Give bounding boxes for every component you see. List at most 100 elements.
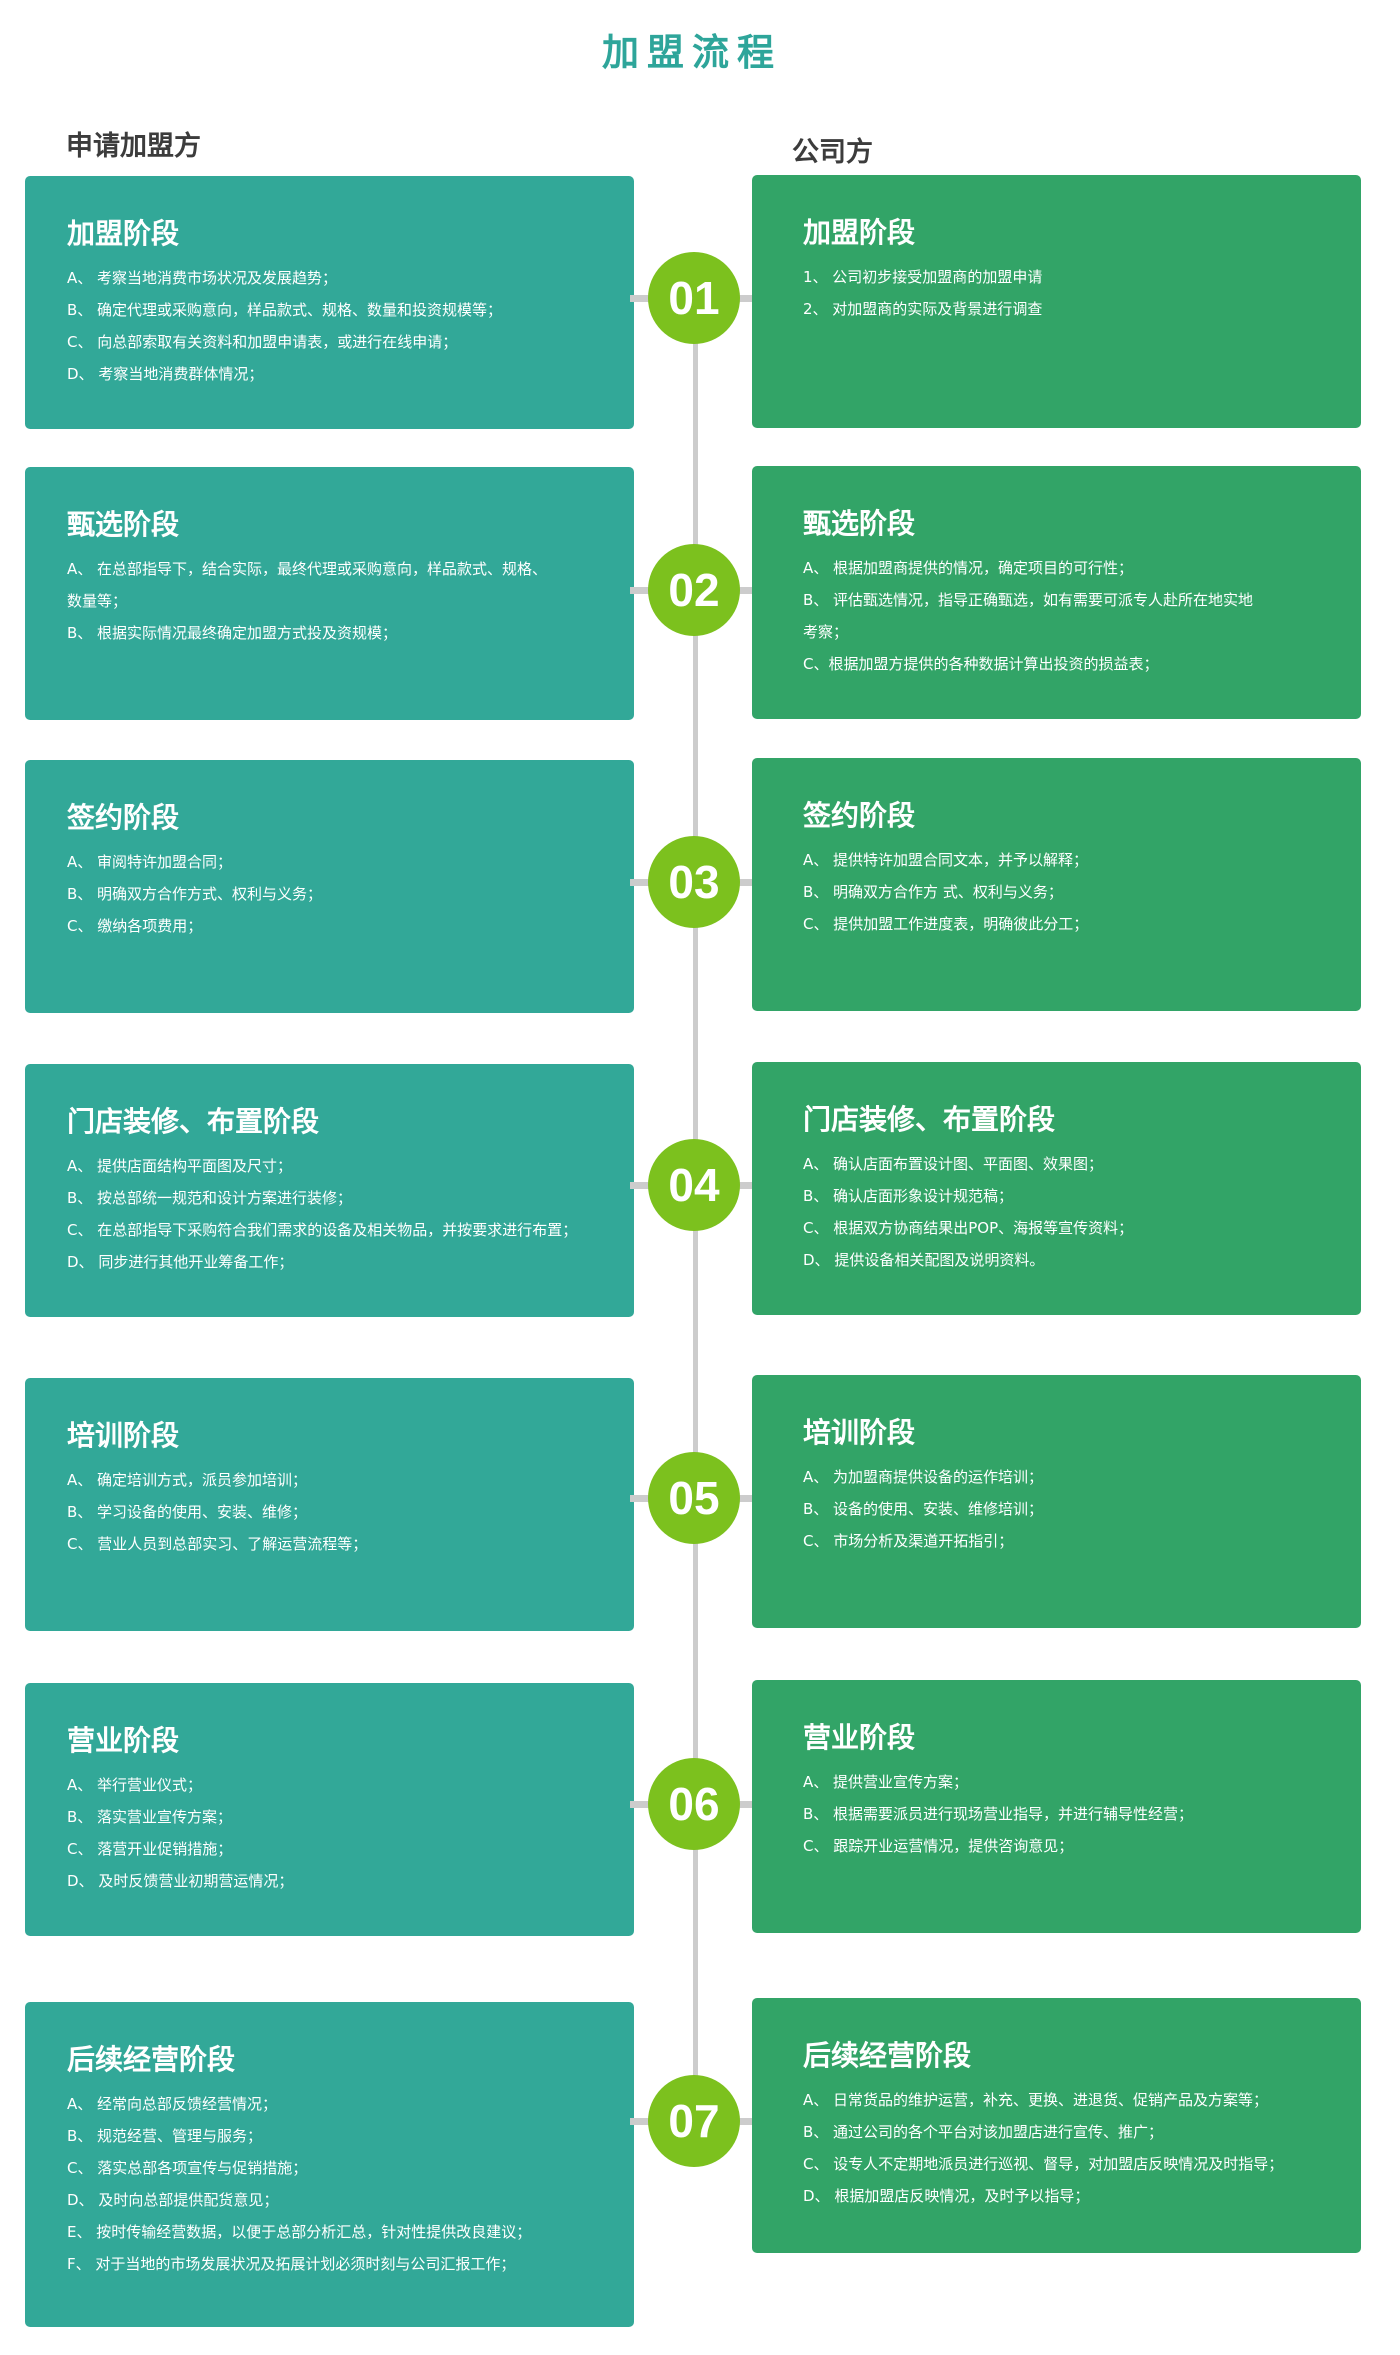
stage-item: 考察； <box>803 623 849 641</box>
stage-item: C、 市场分析及渠道开拓指引； <box>803 1532 1014 1550</box>
stage-item: C、 落营开业促销措施； <box>67 1840 233 1858</box>
applicant-stage-items: A、 在总部指导下，结合实际，最终代理或采购意向，样品款式、规格、 数量等； B… <box>67 553 614 649</box>
applicant-stage-items: A、 审阅特许加盟合同； B、 明确双方合作方式、权利与义务； C、 缴纳各项费… <box>67 846 614 942</box>
applicant-stage-items: A、 考察当地消费市场状况及发展趋势； B、 确定代理或采购意向，样品款式、规格… <box>67 262 614 390</box>
stage-item: D、 根据加盟店反映情况，及时予以指导； <box>803 2187 1090 2205</box>
company-stage-card: 甄选阶段 A、 根据加盟商提供的情况，确定项目的可行性； B、 评估甄选情况，指… <box>752 466 1361 719</box>
stage-item: A、 确定培训方式，派员参加培训； <box>67 1471 308 1489</box>
stage-item: A、 根据加盟商提供的情况，确定项目的可行性； <box>803 559 1134 577</box>
applicant-stage-title: 门店装修、布置阶段 <box>67 1105 320 1138</box>
stage-number-badge: 04 <box>648 1139 740 1231</box>
stage-item: A、 提供店面结构平面图及尺寸； <box>67 1157 293 1175</box>
applicant-stage-title: 营业阶段 <box>67 1724 180 1757</box>
stage-item: B、 落实营业宣传方案； <box>67 1808 233 1826</box>
stage-item: A、 在总部指导下，结合实际，最终代理或采购意向，样品款式、规格、 <box>67 560 548 578</box>
applicant-stage-items: A、 举行营业仪式； B、 落实营业宣传方案； C、 落营开业促销措施； D、 … <box>67 1769 614 1897</box>
company-stage-title: 签约阶段 <box>803 799 916 832</box>
stage-item: B、 确定代理或采购意向，样品款式、规格、数量和投资规模等； <box>67 301 503 319</box>
company-stage-title: 后续经营阶段 <box>803 2039 972 2072</box>
company-stage-title: 营业阶段 <box>803 1721 916 1754</box>
applicant-stage-items: A、 经常向总部反馈经营情况； B、 规范经营、管理与服务； C、 落实总部各项… <box>67 2088 614 2280</box>
stage-item: C、 落实总部各项宣传与促销措施； <box>67 2159 308 2177</box>
page-title: 加盟流程 <box>602 31 782 74</box>
stage-item: C、 根据双方协商结果出POP、海报等宣传资料； <box>803 1219 1134 1237</box>
stage-item: F、 对于当地的市场发展状况及拓展计划必须时刻与公司汇报工作； <box>67 2255 516 2273</box>
company-stage-items: A、 提供特许加盟合同文本，并予以解释； B、 明确双方合作方 式、权利与义务；… <box>803 844 1341 940</box>
stage-item: A、 提供营业宣传方案； <box>803 1773 969 1791</box>
stage-item: D、 及时向总部提供配货意见； <box>67 2191 279 2209</box>
company-stage-items: A、 提供营业宣传方案； B、 根据需要派员进行现场营业指导，并进行辅导性经营；… <box>803 1766 1341 1862</box>
stage-item: D、 同步进行其他开业筹备工作； <box>67 1253 294 1271</box>
company-stage-items: A、 确认店面布置设计图、平面图、效果图； B、 确认店面形象设计规范稿； C、… <box>803 1148 1341 1276</box>
stage-item: B、 确认店面形象设计规范稿； <box>803 1187 1014 1205</box>
stage-item: B、 学习设备的使用、安装、维修； <box>67 1503 308 1521</box>
company-stage-card: 签约阶段 A、 提供特许加盟合同文本，并予以解释； B、 明确双方合作方 式、权… <box>752 758 1361 1011</box>
applicant-stage-card: 营业阶段 A、 举行营业仪式； B、 落实营业宣传方案； C、 落营开业促销措施… <box>25 1683 634 1936</box>
stage-item: B、 通过公司的各个平台对该加盟店进行宣传、推广； <box>803 2123 1164 2141</box>
applicant-stage-title: 培训阶段 <box>67 1419 180 1452</box>
company-stage-card: 加盟阶段 1、 公司初步接受加盟商的加盟申请 2、 对加盟商的实际及背景进行调查 <box>752 175 1361 428</box>
stage-item: A、 考察当地消费市场状况及发展趋势； <box>67 269 338 287</box>
applicant-heading: 申请加盟方 <box>66 131 201 162</box>
stage-item: D、 及时反馈营业初期营运情况； <box>67 1872 294 1890</box>
stage-item: A、 为加盟商提供设备的运作培训； <box>803 1468 1044 1486</box>
stage-item: 1、 公司初步接受加盟商的加盟申请 <box>803 268 1043 286</box>
stage-item: C、 营业人员到总部实习、了解运营流程等； <box>67 1535 368 1553</box>
stage-item: B、 明确双方合作方式、权利与义务； <box>67 885 323 903</box>
company-stage-card: 门店装修、布置阶段 A、 确认店面布置设计图、平面图、效果图； B、 确认店面形… <box>752 1062 1361 1315</box>
company-stage-card: 培训阶段 A、 为加盟商提供设备的运作培训； B、 设备的使用、安装、维修培训；… <box>752 1375 1361 1628</box>
company-stage-card: 后续经营阶段 A、 日常货品的维护运营，补充、更换、进退货、促销产品及方案等； … <box>752 1998 1361 2253</box>
applicant-stage-card: 培训阶段 A、 确定培训方式，派员参加培训； B、 学习设备的使用、安装、维修；… <box>25 1378 634 1631</box>
company-stage-items: 1、 公司初步接受加盟商的加盟申请 2、 对加盟商的实际及背景进行调查 <box>803 261 1341 325</box>
stage-item: A、 举行营业仪式； <box>67 1776 203 1794</box>
stage-item: A、 审阅特许加盟合同； <box>67 853 233 871</box>
stage-item: A、 提供特许加盟合同文本，并予以解释； <box>803 851 1089 869</box>
stage-item: A、 确认店面布置设计图、平面图、效果图； <box>803 1155 1104 1173</box>
stage-item: D、 考察当地消费群体情况； <box>67 365 264 383</box>
applicant-stage-title: 加盟阶段 <box>67 217 180 250</box>
company-stage-items: A、 根据加盟商提供的情况，确定项目的可行性； B、 评估甄选情况，指导正确甄选… <box>803 552 1341 680</box>
stage-item: C、 向总部索取有关资料和加盟申请表，或进行在线申请； <box>67 333 458 351</box>
applicant-stage-items: A、 提供店面结构平面图及尺寸； B、 按总部统一规范和设计方案进行装修； C、… <box>67 1150 614 1278</box>
applicant-stage-card: 签约阶段 A、 审阅特许加盟合同； B、 明确双方合作方式、权利与义务； C、 … <box>25 760 634 1013</box>
stage-item: C、 跟踪开业运营情况，提供咨询意见； <box>803 1837 1074 1855</box>
stage-item: C、 设专人不定期地派员进行巡视、督导，对加盟店反映情况及时指导； <box>803 2155 1284 2173</box>
stage-number-badge: 07 <box>648 2075 740 2167</box>
stage-item: C、 缴纳各项费用； <box>67 917 203 935</box>
stage-number-badge: 06 <box>648 1758 740 1850</box>
applicant-stage-title: 签约阶段 <box>67 801 180 834</box>
stage-item: C、 在总部指导下采购符合我们需求的设备及相关物品，并按要求进行布置； <box>67 1221 578 1239</box>
company-stage-title: 加盟阶段 <box>803 216 916 249</box>
company-stage-items: A、 日常货品的维护运营，补充、更换、进退货、促销产品及方案等； B、 通过公司… <box>803 2084 1341 2212</box>
stage-item: B、 规范经营、管理与服务； <box>67 2127 263 2145</box>
applicant-stage-card: 加盟阶段 A、 考察当地消费市场状况及发展趋势； B、 确定代理或采购意向，样品… <box>25 176 634 429</box>
company-stage-title: 甄选阶段 <box>803 507 916 540</box>
stage-item: A、 经常向总部反馈经营情况； <box>67 2095 278 2113</box>
stage-item: 数量等； <box>67 592 128 610</box>
stage-number-badge: 02 <box>648 544 740 636</box>
applicant-stage-title: 后续经营阶段 <box>67 2043 236 2076</box>
stage-item: A、 日常货品的维护运营，补充、更换、进退货、促销产品及方案等； <box>803 2091 1269 2109</box>
company-stage-title: 门店装修、布置阶段 <box>803 1103 1056 1136</box>
stage-item: 2、 对加盟商的实际及背景进行调查 <box>803 300 1043 318</box>
stage-item: B、 根据实际情况最终确定加盟方式投及资规模； <box>67 624 398 642</box>
applicant-stage-card: 门店装修、布置阶段 A、 提供店面结构平面图及尺寸； B、 按总部统一规范和设计… <box>25 1064 634 1317</box>
company-heading: 公司方 <box>792 137 873 168</box>
applicant-stage-card: 后续经营阶段 A、 经常向总部反馈经营情况； B、 规范经营、管理与服务； C、… <box>25 2002 634 2327</box>
stage-item: B、 评估甄选情况，指导正确甄选，如有需要可派专人赴所在地实地 <box>803 591 1254 609</box>
stage-item: C、根据加盟方提供的各种数据计算出投资的损益表； <box>803 655 1159 673</box>
applicant-stage-items: A、 确定培训方式，派员参加培训； B、 学习设备的使用、安装、维修； C、 营… <box>67 1464 614 1560</box>
stage-item: C、 提供加盟工作进度表，明确彼此分工； <box>803 915 1089 933</box>
stage-item: B、 根据需要派员进行现场营业指导，并进行辅导性经营； <box>803 1805 1194 1823</box>
stage-number-badge: 05 <box>648 1452 740 1544</box>
applicant-stage-card: 甄选阶段 A、 在总部指导下，结合实际，最终代理或采购意向，样品款式、规格、 数… <box>25 467 634 720</box>
stage-item: B、 按总部统一规范和设计方案进行装修； <box>67 1189 353 1207</box>
company-stage-items: A、 为加盟商提供设备的运作培训； B、 设备的使用、安装、维修培训； C、 市… <box>803 1461 1341 1557</box>
applicant-stage-title: 甄选阶段 <box>67 508 180 541</box>
stage-number-badge: 03 <box>648 836 740 928</box>
stage-item: B、 设备的使用、安装、维修培训； <box>803 1500 1044 1518</box>
company-stage-card: 营业阶段 A、 提供营业宣传方案； B、 根据需要派员进行现场营业指导，并进行辅… <box>752 1680 1361 1933</box>
stage-item: D、 提供设备相关配图及说明资料。 <box>803 1251 1045 1269</box>
stage-item: E、 按时传输经营数据，以便于总部分析汇总，针对性提供改良建议； <box>67 2223 532 2241</box>
company-stage-title: 培训阶段 <box>803 1416 916 1449</box>
